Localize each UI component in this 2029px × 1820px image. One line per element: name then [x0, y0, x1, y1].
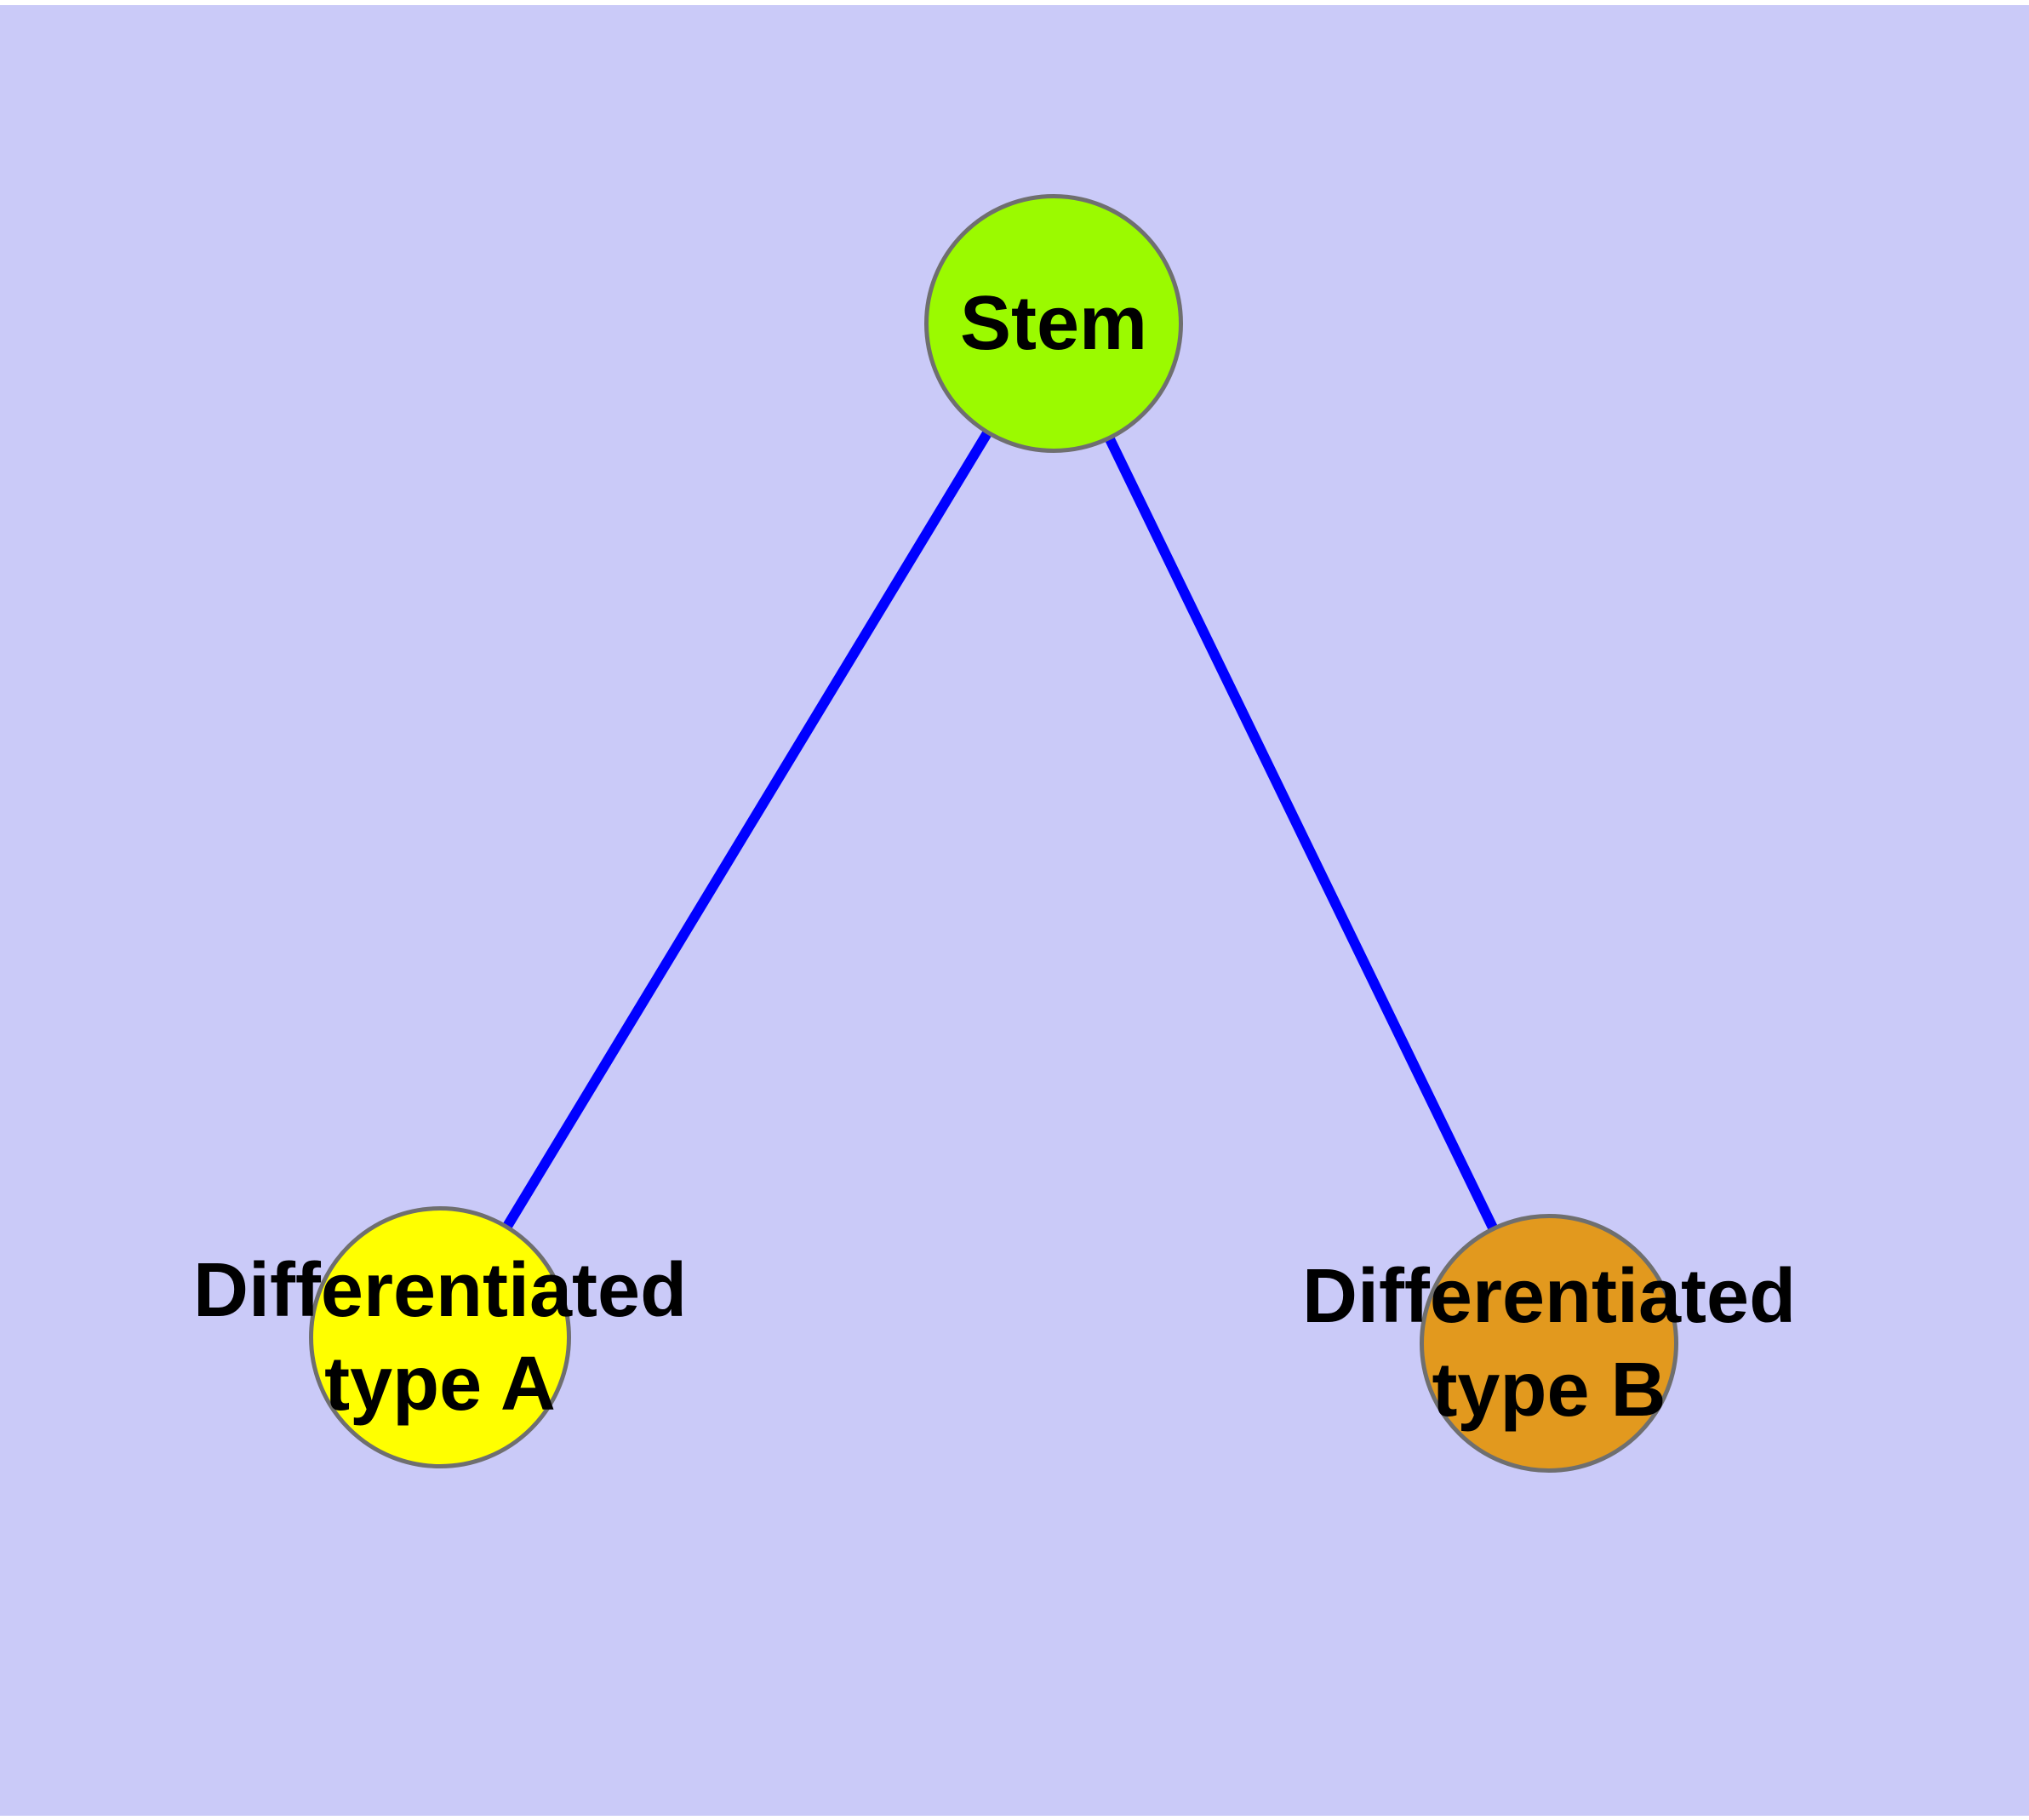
label-line: Differentiated	[1301, 1254, 1797, 1339]
node-stem	[924, 194, 1183, 453]
node-type-b	[1420, 1214, 1678, 1473]
node-type-b-label: Differentiated type B	[1302, 1250, 1796, 1437]
node-stem-label: Stem	[960, 277, 1147, 370]
label-line: type A	[324, 1342, 556, 1427]
edges-layer	[435, 320, 1554, 1346]
edge-stem-to-type-b	[1049, 321, 1554, 1346]
label-line: Differentiated	[192, 1248, 688, 1333]
label-line: type B	[1432, 1348, 1666, 1433]
node-type-a-label: Differentiated type A	[193, 1244, 687, 1431]
label-line: Stem	[959, 281, 1148, 366]
node-type-a	[309, 1206, 571, 1468]
edge-stem-to-type-a	[435, 320, 1059, 1341]
